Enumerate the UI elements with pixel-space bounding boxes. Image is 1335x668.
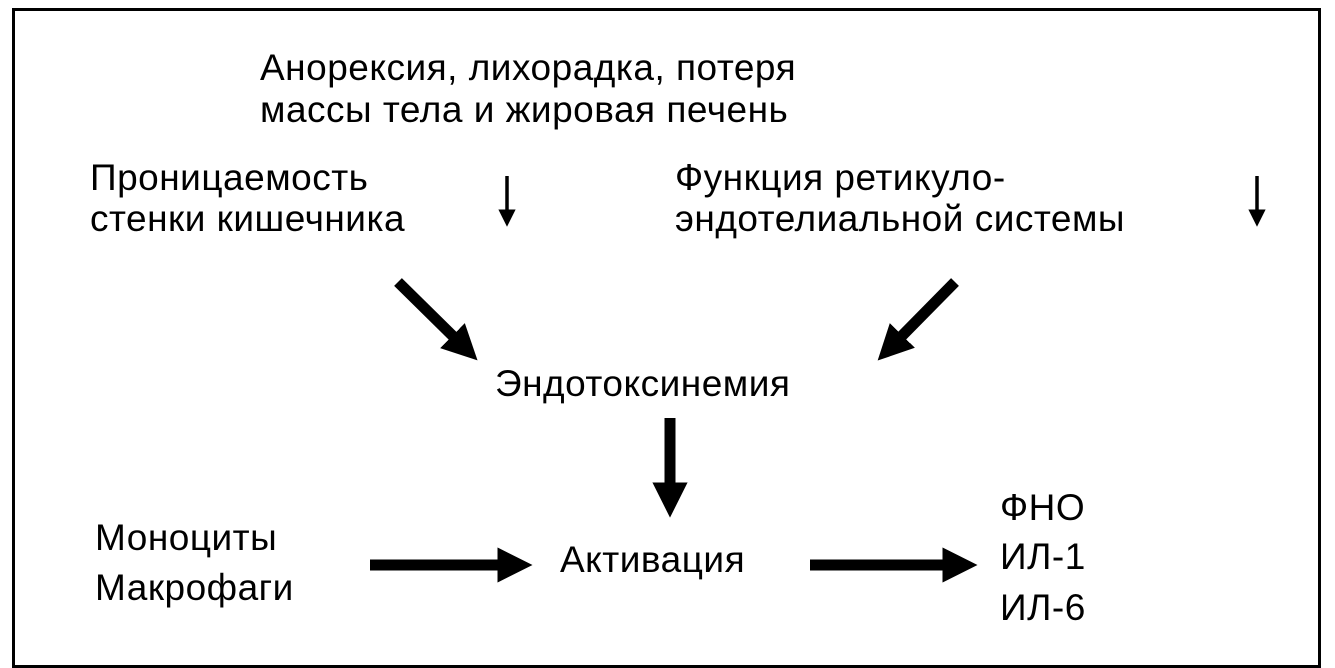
cytokine-tnf: ФНО [1000, 487, 1086, 528]
gut-permeability-line2: стенки кишечника [90, 198, 406, 239]
cytokine-il1: ИЛ-1 [1000, 536, 1086, 577]
res-function-line2: эндотелиальной системы [675, 198, 1126, 239]
res-to-endotoxemia-arrow [877, 278, 959, 361]
cells-line1: Моноциты [95, 517, 278, 558]
cells-line2: Макрофаги [95, 567, 294, 608]
top-effects-line1: Анорексия, лихорадка, потеря [260, 47, 797, 88]
cytokine-il6: ИЛ-6 [1000, 587, 1086, 628]
gut-to-endotoxemia-arrow [394, 278, 478, 361]
gut-permeability-line1: Проницаемость [90, 157, 369, 198]
activation-label: Активация [560, 539, 746, 580]
endotoxemia-label: Эндотоксинемия [495, 363, 791, 404]
res-function-line1: Функция ретикуло- [675, 157, 1006, 198]
top-effects-line2: массы тела и жировая печень [260, 89, 789, 130]
